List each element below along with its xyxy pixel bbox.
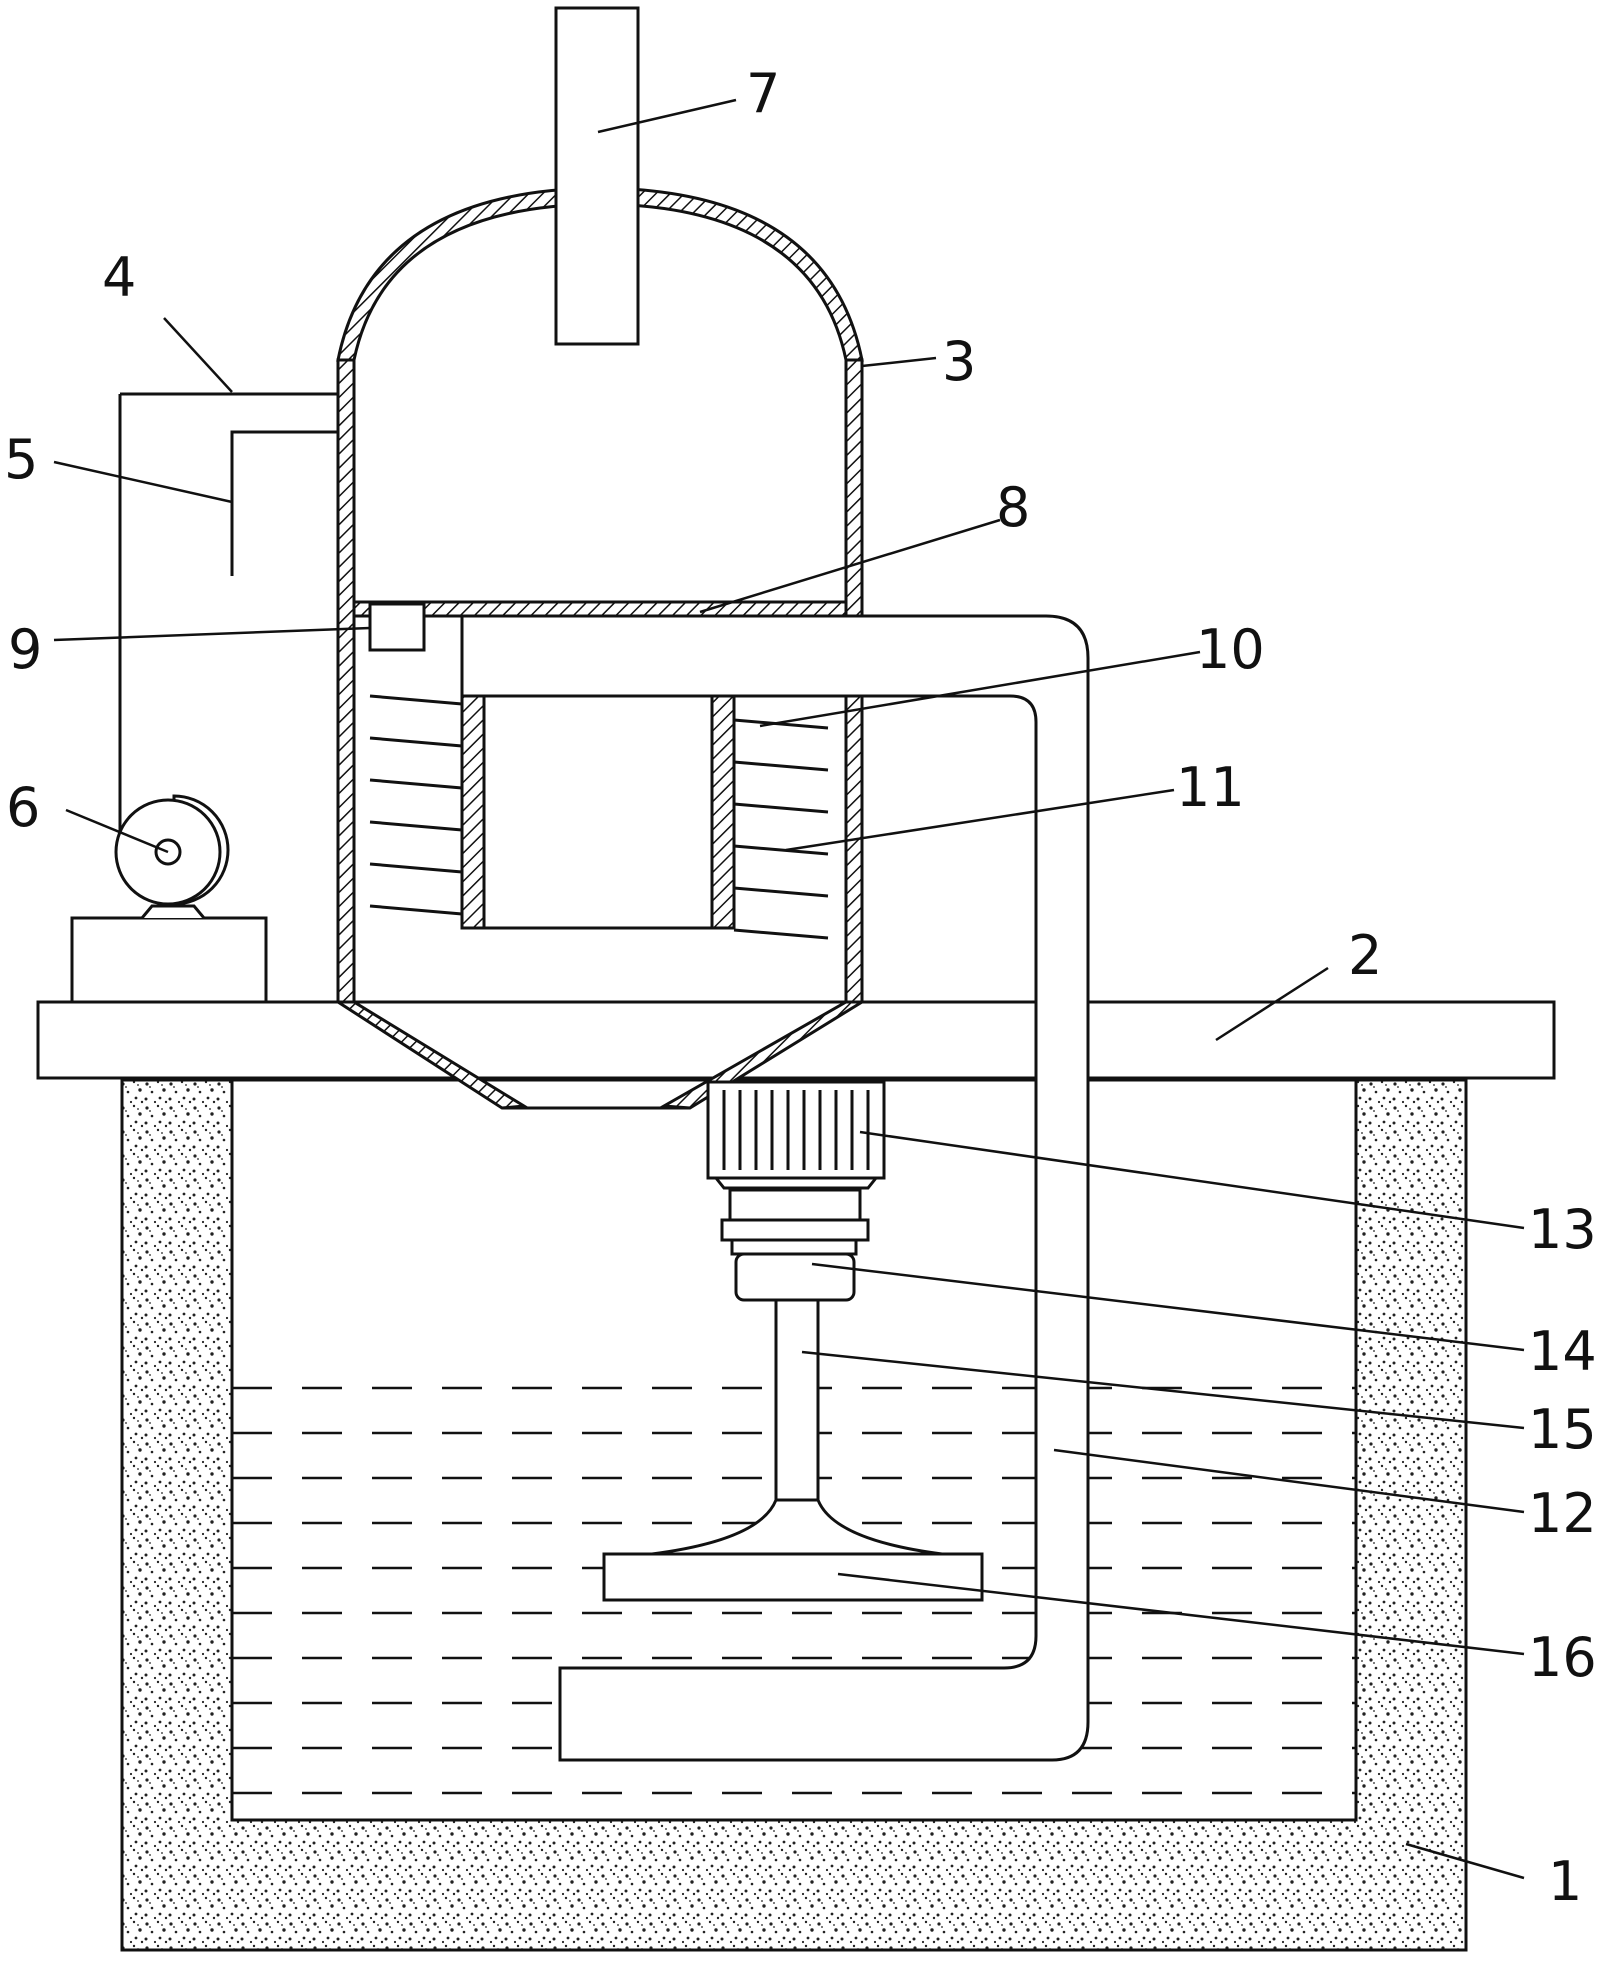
label-13: 13 bbox=[1528, 1198, 1597, 1261]
blower-base bbox=[70, 916, 268, 1004]
fins-right bbox=[733, 718, 829, 940]
label-11: 11 bbox=[1176, 756, 1245, 819]
label-6: 6 bbox=[6, 776, 40, 839]
label-15: 15 bbox=[1528, 1398, 1597, 1461]
label-7: 7 bbox=[746, 62, 780, 125]
label-1: 1 bbox=[1548, 1850, 1582, 1913]
label-16: 16 bbox=[1528, 1626, 1597, 1689]
fins-left bbox=[369, 694, 463, 916]
inner-cylinder bbox=[460, 694, 736, 930]
label-12: 12 bbox=[1528, 1482, 1597, 1545]
motor bbox=[706, 1080, 886, 1190]
label-2: 2 bbox=[1348, 924, 1382, 987]
leader-lines bbox=[53, 98, 1525, 1880]
label-10: 10 bbox=[1196, 618, 1265, 681]
partition-plate bbox=[352, 600, 848, 618]
impeller-disc bbox=[602, 1552, 984, 1602]
label-5: 5 bbox=[4, 428, 38, 491]
label-3: 3 bbox=[942, 330, 976, 393]
shaft bbox=[651, 1298, 943, 1556]
return-pipe bbox=[460, 614, 1090, 1762]
air-duct bbox=[118, 392, 340, 800]
sensor-block bbox=[368, 602, 426, 652]
label-4: 4 bbox=[102, 246, 136, 309]
basin bbox=[120, 1078, 1468, 1952]
feed-pipe bbox=[554, 6, 640, 346]
label-9: 9 bbox=[8, 618, 42, 681]
label-8: 8 bbox=[996, 476, 1030, 539]
coupling bbox=[720, 1188, 870, 1302]
label-14: 14 bbox=[1528, 1320, 1597, 1383]
callout-labels: 1 2 3 4 5 6 7 8 9 10 11 12 13 14 15 16 bbox=[4, 62, 1597, 1913]
blower bbox=[114, 394, 230, 919]
